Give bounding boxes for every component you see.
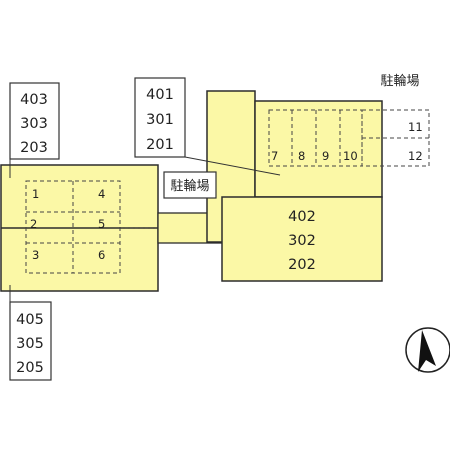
leader-line <box>184 156 281 176</box>
bicycle-parking-label-box-middle <box>163 171 217 199</box>
unit-label-403: 403 <box>20 92 48 108</box>
unit-label-301: 301 <box>146 112 174 128</box>
parking-space-3: 3 <box>32 248 39 262</box>
parking-space-12: 12 <box>408 149 423 163</box>
parking-space-1: 1 <box>32 187 39 201</box>
unit-label-302: 302 <box>288 233 316 249</box>
right-lower-building <box>221 196 383 282</box>
north-arrow-icon <box>405 327 450 373</box>
parking-space-2: 2 <box>30 217 37 231</box>
unit-label-203: 203 <box>20 140 48 156</box>
unit-label-202: 202 <box>288 257 316 273</box>
parking-space-7: 7 <box>271 149 278 163</box>
unit-label-305: 305 <box>16 336 44 352</box>
right-upper-building <box>254 100 383 198</box>
parking-space-11: 11 <box>408 120 423 134</box>
parking-space-10: 10 <box>343 149 358 163</box>
parking-space-4: 4 <box>98 187 105 201</box>
unit-label-201: 201 <box>146 137 174 153</box>
unit-label-box-bottom-left <box>9 301 52 381</box>
unit-label-401: 401 <box>146 87 174 103</box>
unit-label-box-top-center <box>134 77 186 158</box>
bicycle-parking-label-right: 駐輪場 <box>380 73 419 89</box>
unit-label-205: 205 <box>16 360 44 376</box>
unit-label-box-top-left <box>9 82 60 160</box>
parking-space-8: 8 <box>298 149 305 163</box>
bicycle-parking-label-middle: 駐輪場 <box>170 178 209 194</box>
parking-space-9: 9 <box>322 149 329 163</box>
unit-label-405: 405 <box>16 312 44 328</box>
parking-space-6: 6 <box>98 248 105 262</box>
unit-label-402: 402 <box>288 209 316 225</box>
parking-space-5: 5 <box>98 217 105 231</box>
unit-label-303: 303 <box>20 116 48 132</box>
